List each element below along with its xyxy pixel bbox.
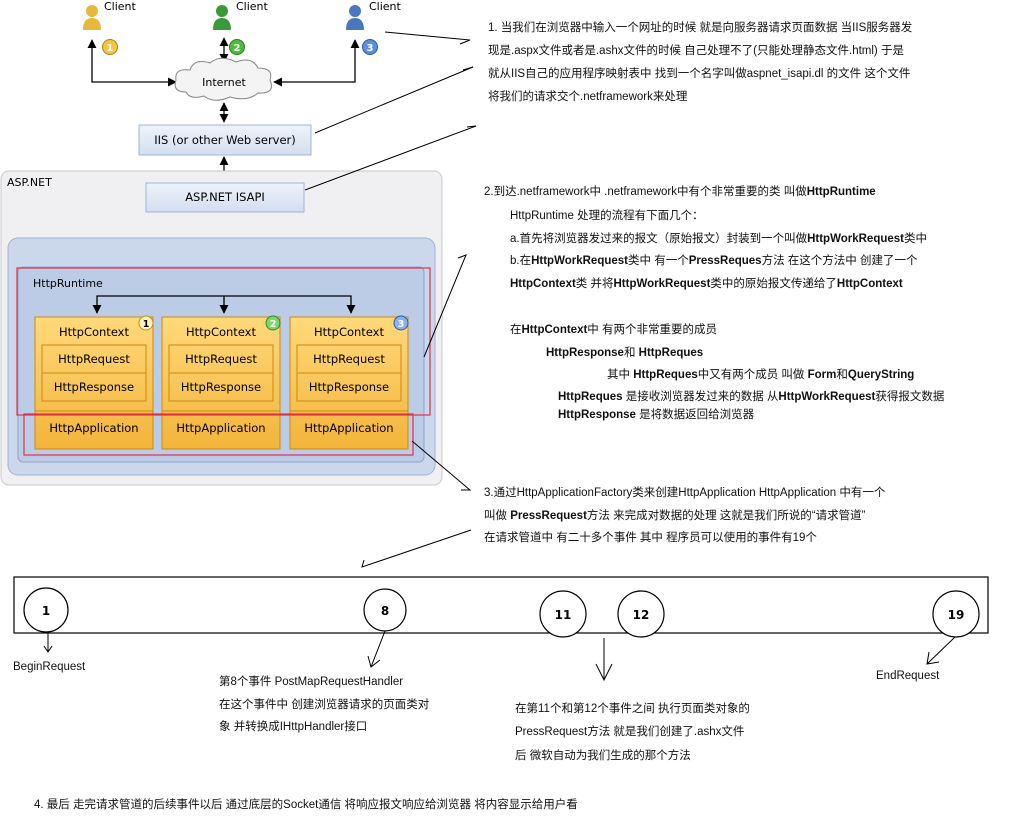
- context-1-badge: 1: [143, 319, 150, 330]
- event-19-label: 19: [948, 608, 965, 622]
- end-request-label: EndRequest: [876, 670, 940, 682]
- note4: 4. 最后 走完请求管道的后续事件以后 通过底层的Socket通信 将响应报文响…: [34, 799, 578, 811]
- note3-line3: 在请求管道中 有二十多个事件 其中 程序员可以使用的事件有19个: [484, 532, 817, 544]
- isapi-box: ASP.NET ISAPI: [145, 182, 305, 213]
- request-pipeline: [13, 576, 989, 634]
- event-8-label: 8: [381, 604, 389, 618]
- context-1-application: HttpApplication: [49, 421, 138, 435]
- client-1-label: Client: [104, 0, 137, 13]
- highlight-application: [23, 413, 414, 456]
- client-3: Client 3: [346, 0, 402, 55]
- event-12-label: 12: [633, 608, 650, 622]
- event-1-label: 1: [42, 604, 50, 618]
- client-1: Client 1: [83, 0, 137, 55]
- aspnet-label: ASP.NET: [7, 176, 52, 189]
- note3-line1: 3.通过HttpApplicationFactory类来创建HttpApplic…: [484, 487, 886, 499]
- context-1-request: HttpRequest: [58, 352, 130, 366]
- runtime-label: HttpRuntime: [33, 277, 103, 290]
- event11-note-line2: PressRequest方法 就是我们创建了.ashx文件: [515, 726, 745, 738]
- note2-line6: 在HttpContext中 有两个非常重要的成员: [510, 324, 717, 336]
- context-column-3: HttpContext HttpRequest HttpResponse Htt…: [289, 315, 409, 450]
- event11-note-line1: 在第11个和第12个事件之间 执行页面类对象的: [515, 703, 750, 715]
- context-3-request: HttpRequest: [313, 352, 385, 366]
- client-2-badge: 2: [234, 43, 241, 54]
- context-2-response: HttpResponse: [181, 380, 261, 394]
- note3-line2: 叫做 PressRequest方法 来完成对数据的处理 这就是我们所说的“请求管…: [484, 510, 866, 522]
- context-column-2: HttpContext HttpRequest HttpResponse Htt…: [161, 315, 281, 450]
- context-1-response: HttpResponse: [54, 380, 134, 394]
- iis-label: IIS (or other Web server): [154, 133, 296, 147]
- event8-note-line1: 第8个事件 PostMapRequestHandler: [219, 676, 404, 688]
- note2-line7: HttpResponse和 HttpReques: [546, 347, 704, 359]
- event-12-circle: [617, 590, 665, 638]
- note1-line4: 将我们的请求交个.netframework来处理: [488, 91, 688, 103]
- context-column-1: HttpContext HttpRequest HttpResponse Htt…: [34, 315, 154, 450]
- note1-line3: 就从IIS自己的应用程序映射表中 找到一个名字叫做aspnet_isapi.dl…: [488, 68, 911, 80]
- internet-label: Internet: [202, 76, 246, 89]
- client-2-label: Client: [236, 0, 269, 13]
- note2-line8: 其中 HttpReques中又有两个成员 叫做 Form和QueryString: [607, 369, 915, 381]
- client-3-badge: 3: [367, 43, 374, 54]
- iis-box: IIS (or other Web server): [138, 124, 312, 156]
- note1-line1: 1. 当我们在浏览器中输入一个网址的时候 就是向服务器请求页面数据 当IIS服务…: [488, 22, 913, 34]
- context-3-title: HttpContext: [314, 325, 385, 339]
- note2-line10: HttpResponse 是将数据返回给浏览器: [558, 409, 755, 421]
- event8-note-line2: 在这个事件中 创建浏览器请求的页面类对: [219, 699, 430, 711]
- context-2-badge: 2: [270, 319, 277, 330]
- context-3-application: HttpApplication: [304, 421, 393, 435]
- context-2-title: HttpContext: [186, 325, 257, 339]
- isapi-label: ASP.NET ISAPI: [185, 190, 265, 204]
- event-1-circle: [23, 587, 69, 633]
- note1-line2: 现是.aspx文件或者是.ashx文件的时候 自己处理不了(只能处理静态文件.h…: [488, 45, 904, 57]
- client-1-badge: 1: [107, 43, 114, 54]
- context-2-request: HttpRequest: [185, 352, 257, 366]
- note2-line5: HttpContext类 并将HttpWorkRequest类中的原始报文传递给…: [510, 278, 903, 290]
- note2-line3: a.首先将浏览器发过来的报文（原始报文）封装到一个叫做HttpWorkReque…: [510, 233, 927, 245]
- client-2: Client 2: [213, 0, 269, 55]
- event11-note-line3: 后 微软自动为我们生成的那个方法: [515, 750, 691, 762]
- note2-line2: HttpRuntime 处理的流程有下面几个：: [510, 210, 704, 222]
- context-3-badge: 3: [398, 319, 405, 330]
- note2-line4: b.在HttpWorkRequest类中 有一个PressReques方法 在这…: [510, 255, 918, 267]
- note2-line9: HttpReques 是接收浏览器发过来的数据 从HttpWorkRequest…: [558, 391, 945, 403]
- context-2-application: HttpApplication: [176, 421, 265, 435]
- event-11-circle: [539, 590, 587, 638]
- begin-request-label: BeginRequest: [13, 661, 86, 673]
- context-1-title: HttpContext: [59, 325, 130, 339]
- event-19-circle: [932, 590, 980, 638]
- client-3-label: Client: [369, 0, 402, 13]
- event8-note-line3: 象 并转换成IHttpHandler接口: [219, 721, 368, 733]
- internet-cloud: Internet: [174, 57, 272, 101]
- context-3-response: HttpResponse: [309, 380, 389, 394]
- event-11-label: 11: [555, 608, 572, 622]
- note2-line1: 2.到达.netframework中 .netframework中有个非常重要的…: [484, 186, 876, 198]
